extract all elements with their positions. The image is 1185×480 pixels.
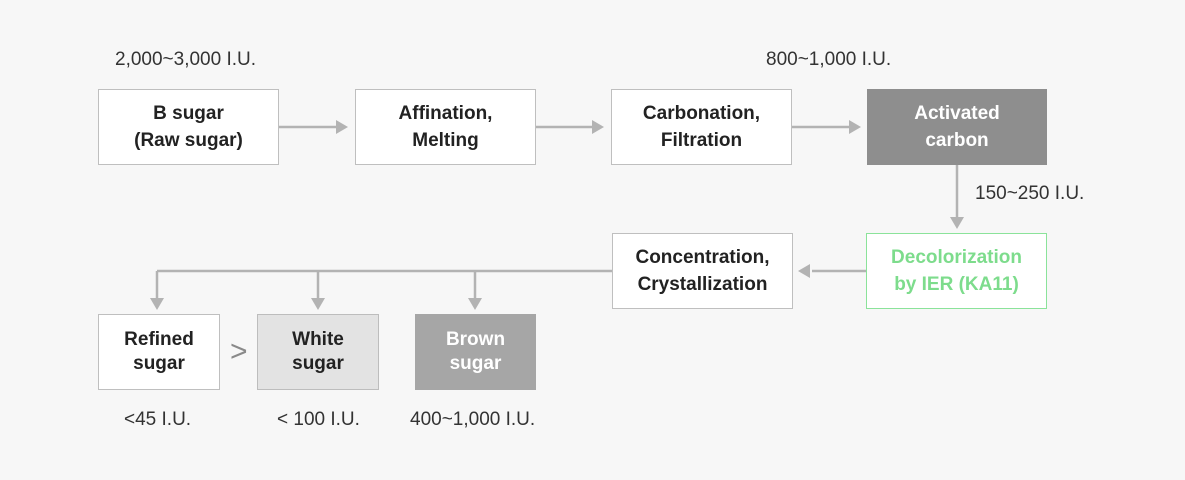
node-carbonation-label: Carbonation, Filtration xyxy=(642,103,761,151)
node-affination: Affination, Melting xyxy=(355,89,536,165)
node-refined-sugar: Refined sugar xyxy=(98,314,220,390)
label-carbon-iu: 150~250 I.U. xyxy=(975,183,1085,204)
greater-than-symbol: > xyxy=(230,335,248,368)
label-white-iu: < 100 I.U. xyxy=(277,409,360,430)
node-brown-sugar: Brown sugar xyxy=(415,314,536,390)
arrowhead xyxy=(849,120,861,134)
label-refined-iu: <45 I.U. xyxy=(124,409,192,430)
arrowhead xyxy=(468,298,482,310)
arrowhead xyxy=(311,298,325,310)
node-b-sugar-label: B sugar (Raw sugar) xyxy=(134,103,243,151)
node-white-sugar: White sugar xyxy=(257,314,379,390)
arrowhead xyxy=(150,298,164,310)
label-brown-iu: 400~1,000 I.U. xyxy=(410,409,536,430)
node-activated-carbon-label: Activated carbon xyxy=(914,103,1000,151)
node-refined-sugar-label: Refined sugar xyxy=(124,329,194,374)
node-b-sugar: B sugar (Raw sugar) xyxy=(98,89,279,165)
node-concentration: Concentration, Crystallization xyxy=(612,233,793,309)
arrowhead xyxy=(950,217,964,229)
label-carbonation-iu: 800~1,000 I.U. xyxy=(766,49,892,70)
node-brown-sugar-label: Brown sugar xyxy=(445,329,506,374)
node-affination-label: Affination, Melting xyxy=(398,103,493,151)
node-concentration-label: Concentration, Crystallization xyxy=(635,247,770,295)
node-decolorization-label: Decolorization by IER (KA11) xyxy=(891,247,1022,295)
node-activated-carbon: Activated carbon xyxy=(867,89,1047,165)
arrowhead xyxy=(336,120,348,134)
label-raw-iu: 2,000~3,000 I.U. xyxy=(115,49,257,70)
arrowhead xyxy=(798,264,810,278)
node-decolorization: Decolorization by IER (KA11) xyxy=(866,233,1047,309)
node-carbonation: Carbonation, Filtration xyxy=(611,89,792,165)
node-white-sugar-label: White sugar xyxy=(292,329,344,374)
arrowhead xyxy=(592,120,604,134)
